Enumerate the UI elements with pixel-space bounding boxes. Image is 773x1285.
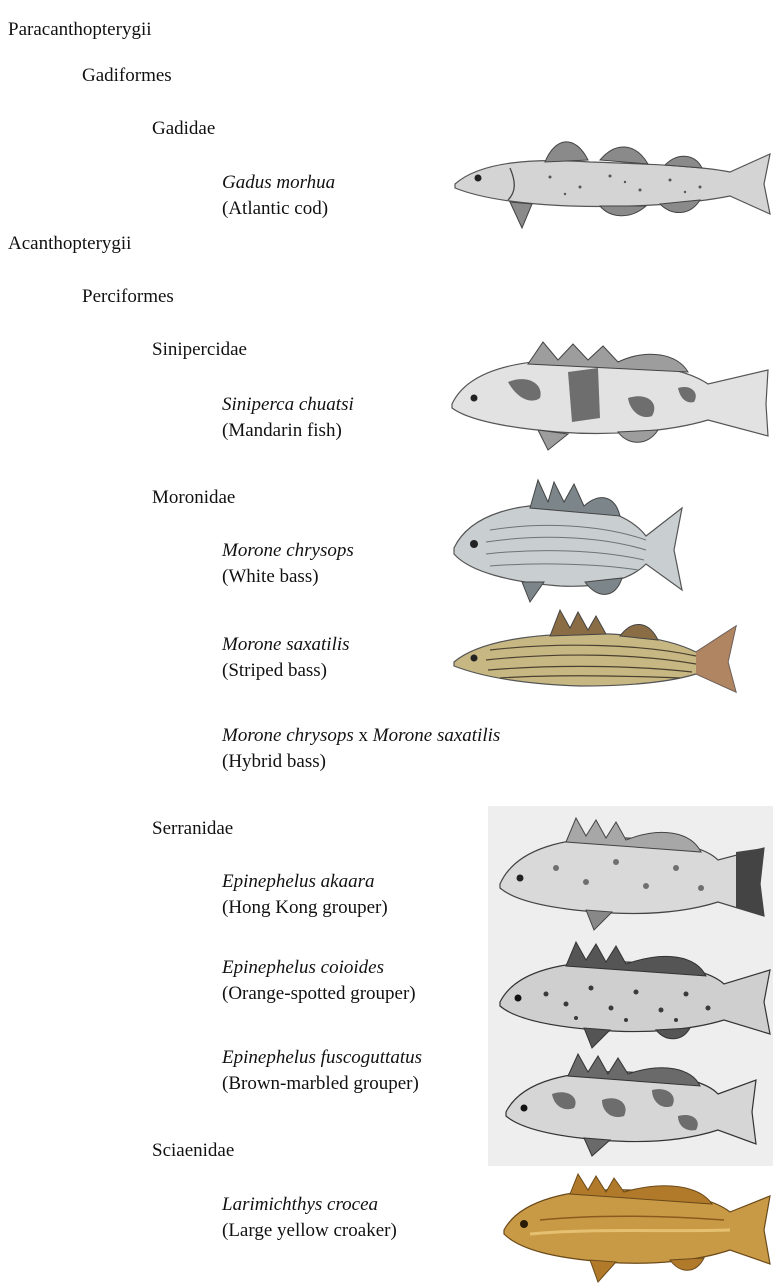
order-gadiformes: Gadiformes (82, 66, 172, 85)
species-hybrid-bass: Morone chrysops x Morone saxatilis (Hybr… (222, 723, 500, 774)
common-name: (Striped bass) (222, 660, 327, 681)
family-sinipercidae: Sinipercidae (152, 340, 247, 359)
hong-kong-grouper-illustration (496, 812, 768, 930)
scientific-name-b: Morone saxatilis (373, 725, 501, 746)
species-morone-chrysops: Morone chrysops (White bass) (222, 538, 354, 589)
scientific-name: Siniperca chuatsi (222, 394, 354, 415)
superorder-paracanthopterygii: Paracanthopterygii (8, 20, 152, 39)
scientific-name: Morone chrysops (222, 540, 354, 561)
common-name: (Hybrid bass) (222, 751, 326, 772)
common-name: (Mandarin fish) (222, 420, 342, 441)
scientific-name: Gadus morhua (222, 172, 335, 193)
mandarin-fish-illustration (448, 338, 773, 450)
scientific-name-a: Morone chrysops (222, 725, 354, 746)
brown-marbled-grouper-illustration (502, 1050, 760, 1156)
species-epinephelus-fuscoguttatus: Epinephelus fuscoguttatus (Brown-marbled… (222, 1045, 422, 1096)
yellow-croaker-illustration (500, 1170, 773, 1282)
common-name: (Atlantic cod) (222, 198, 328, 219)
white-bass-illustration (450, 478, 688, 604)
common-name: (Brown-marbled grouper) (222, 1073, 419, 1094)
cross-symbol: x (354, 725, 373, 746)
cod-illustration (450, 132, 773, 232)
common-name: (Orange-spotted grouper) (222, 983, 416, 1004)
species-epinephelus-coioides: Epinephelus coioides (Orange-spotted gro… (222, 955, 416, 1006)
species-epinephelus-akaara: Epinephelus akaara (Hong Kong grouper) (222, 869, 388, 920)
species-gadus-morhua: Gadus morhua (Atlantic cod) (222, 170, 335, 221)
species-morone-saxatilis: Morone saxatilis (Striped bass) (222, 632, 350, 683)
scientific-name: Epinephelus coioides (222, 957, 384, 978)
family-gadidae: Gadidae (152, 119, 215, 138)
order-perciformes: Perciformes (82, 287, 174, 306)
orange-spotted-grouper-illustration (496, 938, 773, 1048)
common-name: (Large yellow croaker) (222, 1220, 397, 1241)
family-moronidae: Moronidae (152, 488, 235, 507)
scientific-name: Epinephelus fuscoguttatus (222, 1047, 422, 1068)
species-siniperca-chuatsi: Siniperca chuatsi (Mandarin fish) (222, 392, 354, 443)
scientific-name: Larimichthys crocea (222, 1194, 378, 1215)
superorder-acanthopterygii: Acanthopterygii (8, 234, 131, 253)
family-sciaenidae: Sciaenidae (152, 1141, 234, 1160)
common-name: (Hong Kong grouper) (222, 897, 388, 918)
common-name: (White bass) (222, 566, 319, 587)
species-larimichthys-crocea: Larimichthys crocea (Large yellow croake… (222, 1192, 397, 1243)
striped-bass-illustration (450, 606, 740, 698)
scientific-name: Morone saxatilis (222, 634, 350, 655)
family-serranidae: Serranidae (152, 819, 233, 838)
scientific-name: Epinephelus akaara (222, 871, 375, 892)
